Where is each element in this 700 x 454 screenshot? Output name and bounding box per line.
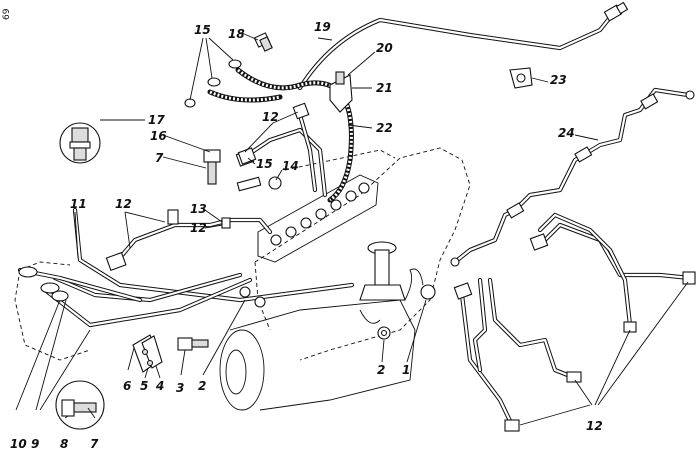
washers-15 <box>184 59 282 192</box>
clamp-plates-4-5-6 <box>132 334 163 373</box>
callout-3: 3 <box>176 381 184 395</box>
callout-20: 19 <box>314 20 331 34</box>
engine-block-outline <box>14 147 471 361</box>
nut-16 <box>237 147 257 165</box>
callout-4: 4 <box>155 379 164 393</box>
engine-drum <box>219 299 416 411</box>
callout-22: 21 <box>376 81 393 95</box>
pipe-group-left <box>17 207 355 328</box>
callout-11: 11 <box>70 197 87 211</box>
callout-2-right: 2 <box>377 363 385 377</box>
callout-21: 20 <box>376 41 393 55</box>
callout-12-left: 12 <box>115 197 132 211</box>
pipe-25 <box>450 87 695 267</box>
page-number: 69 <box>2 8 12 20</box>
callout-14: 13 <box>190 202 207 216</box>
clip-24 <box>509 67 533 89</box>
pipe-group-12-left <box>105 102 328 272</box>
pipe-20 <box>297 1 629 91</box>
callout-23: 22 <box>376 121 393 135</box>
callout-12-bottom: 12 <box>586 419 603 433</box>
fuel-filter <box>359 241 406 301</box>
callout-2-left: 2 <box>198 379 206 393</box>
bracket-21-22 <box>329 71 353 113</box>
callout-16: 15 <box>256 157 273 171</box>
callout-8: 8 <box>60 437 68 451</box>
sensor-1 <box>404 268 436 301</box>
banjo-bolt-18 <box>59 122 101 164</box>
pump-fittings <box>270 182 370 246</box>
callout-24: 23 <box>550 73 567 87</box>
callout-9: 9 <box>31 437 39 451</box>
bolt-19 <box>253 32 273 52</box>
callout-5: 5 <box>140 379 148 393</box>
callout-25: 24 <box>558 126 575 140</box>
callout-17: 16 <box>150 129 167 143</box>
nut-2 <box>359 309 391 340</box>
clamp-13-14 <box>167 209 231 229</box>
callout-12-top: 12 <box>262 110 279 124</box>
callout-1: 1 <box>402 363 410 377</box>
callout-19: 18 <box>228 27 245 41</box>
callout-labels: 15 18 19 20 21 23 22 24 17 16 7 12 15 14… <box>10 20 603 451</box>
pipe-group-12-right <box>453 212 696 432</box>
bolt-8-detail <box>55 380 105 430</box>
callout-7-bottom: 7 <box>90 437 99 451</box>
callout-10: 10 <box>10 437 27 451</box>
bolt-17 <box>203 149 221 185</box>
injection-pump <box>257 174 379 263</box>
callout-6: 6 <box>123 379 131 393</box>
leader-lines <box>15 32 689 426</box>
callout-13: 12 <box>190 221 207 235</box>
bolt-3 <box>177 337 209 351</box>
callout-18: 17 <box>148 113 165 127</box>
callout-15-top: 15 <box>194 23 211 37</box>
callout-7-top: 7 <box>155 151 164 165</box>
callout-15-mid: 14 <box>282 159 299 173</box>
